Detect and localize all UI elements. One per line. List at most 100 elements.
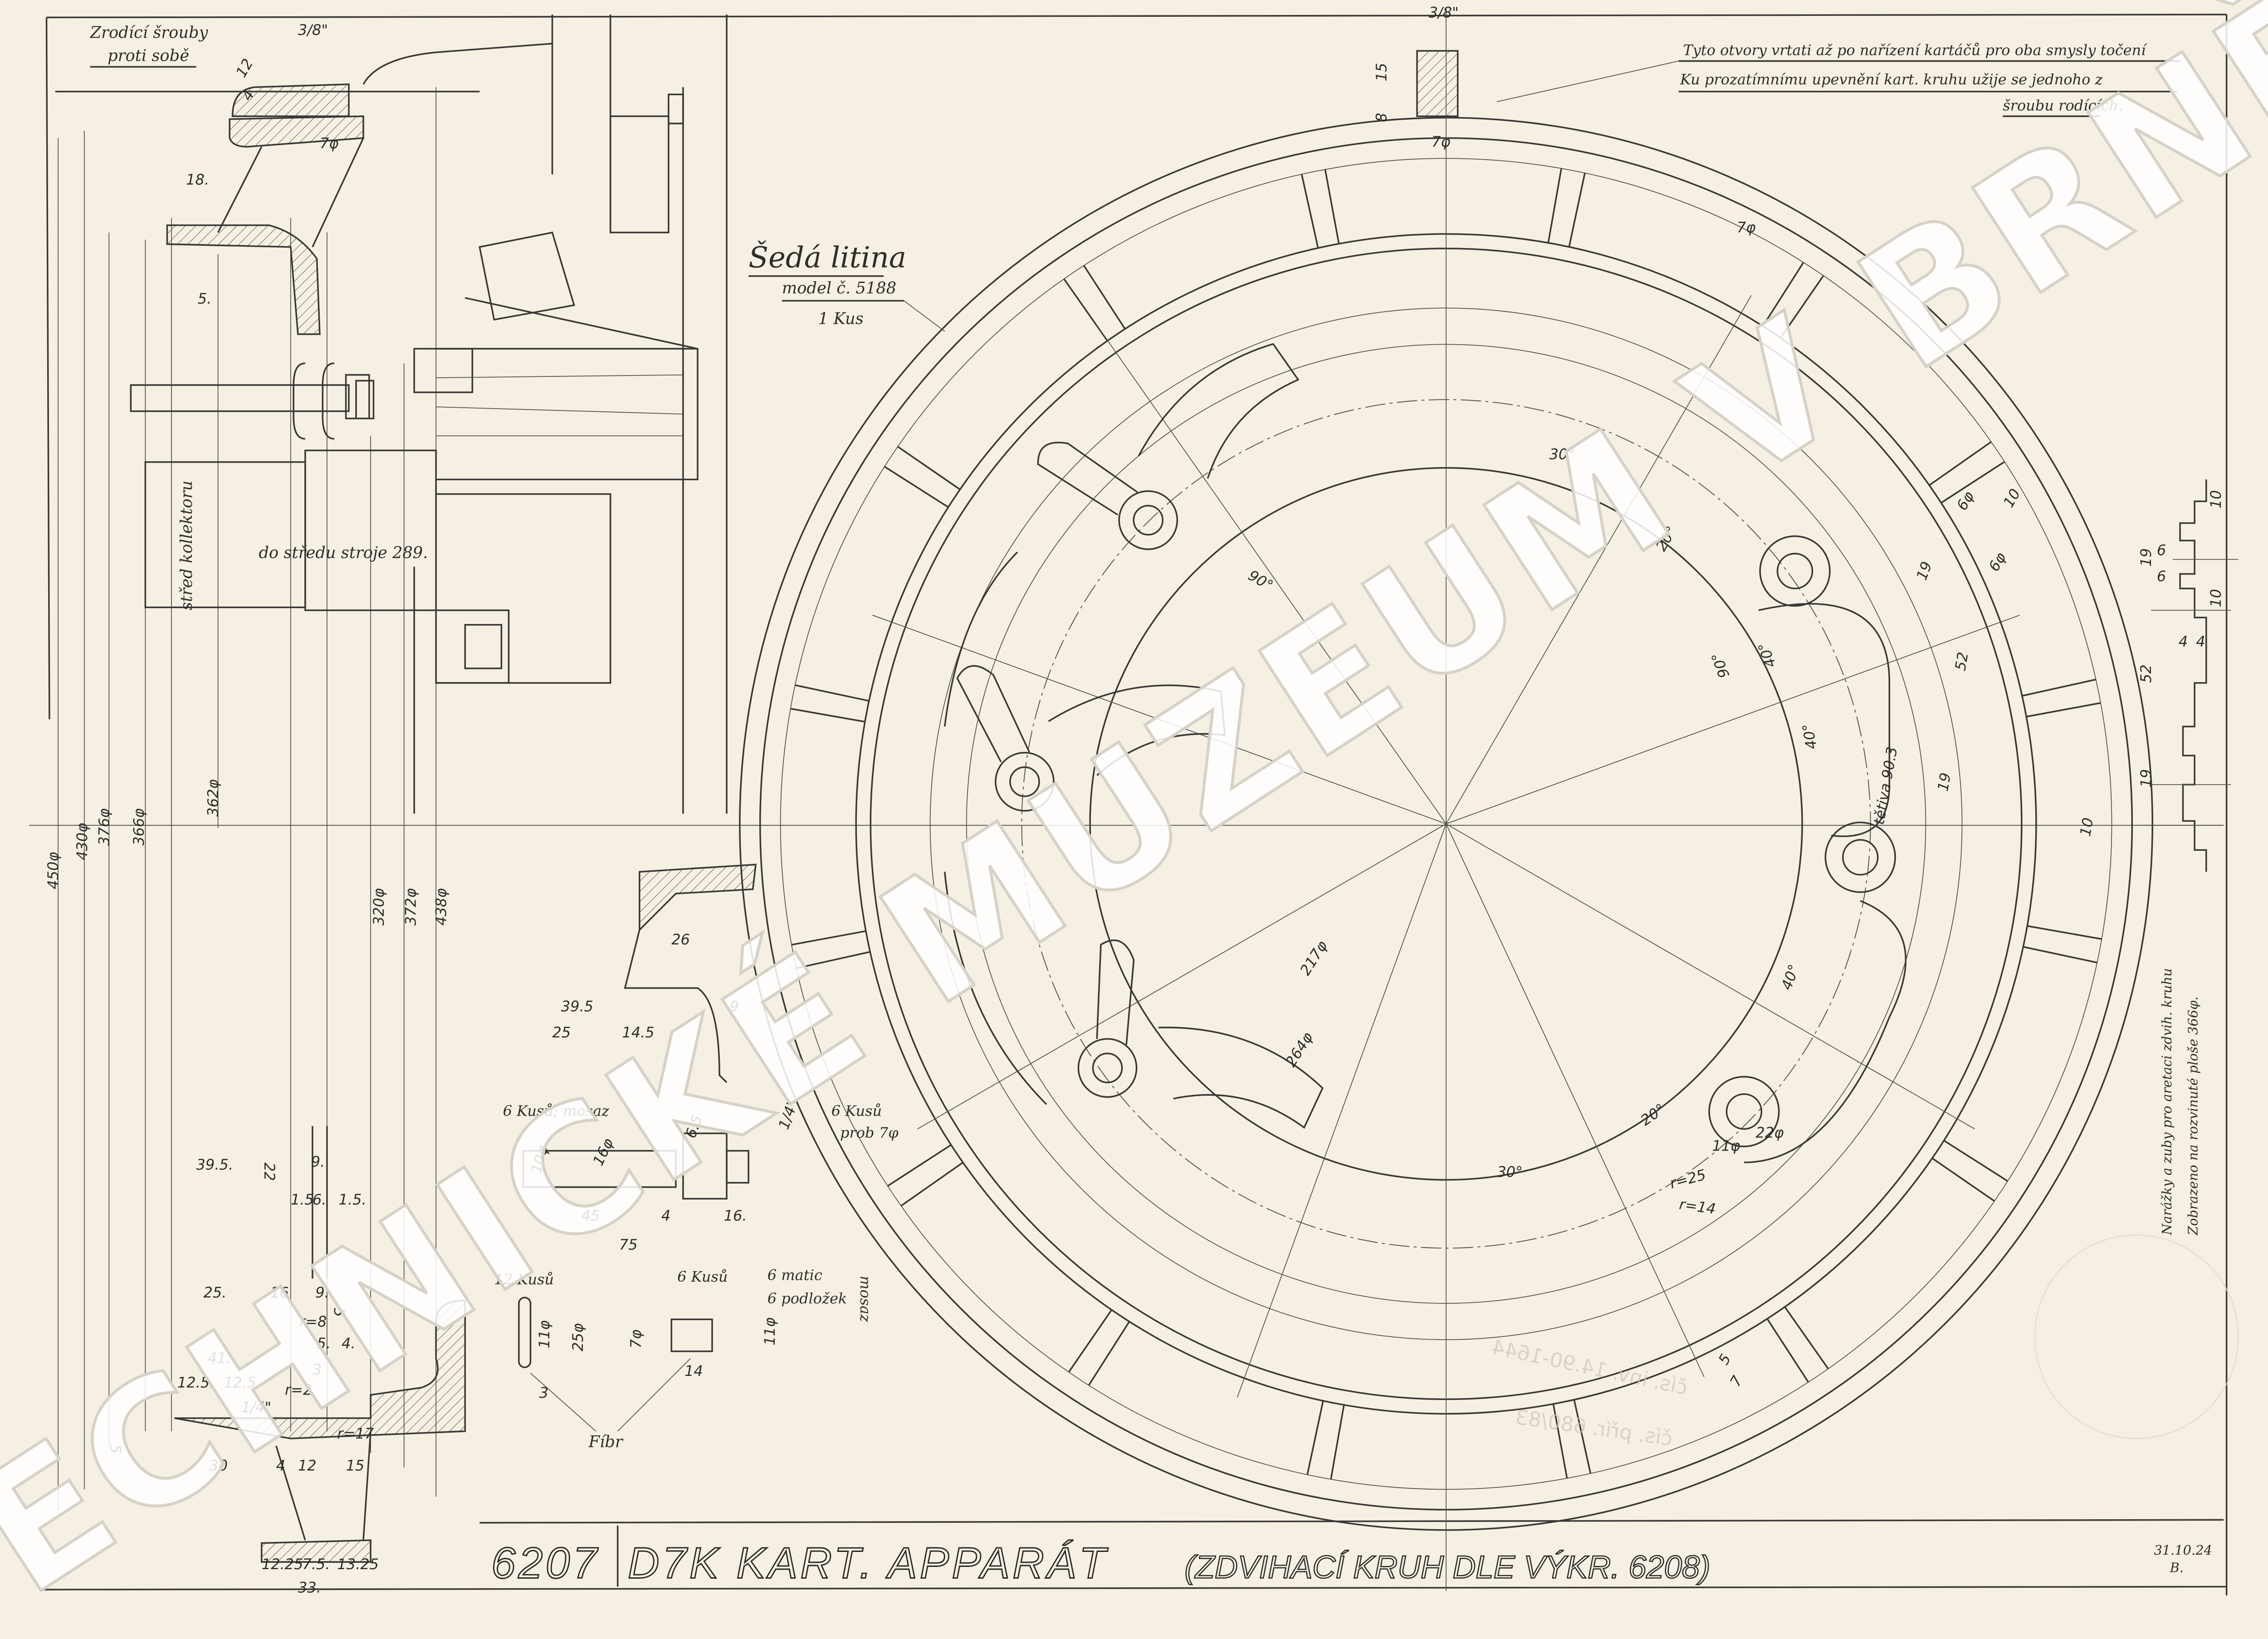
hole-boss (1824, 821, 1896, 893)
radial-line (1446, 824, 1705, 1377)
dim-label: 362φ (205, 779, 222, 816)
dim-label: 16 (270, 1284, 289, 1301)
radial-line (917, 823, 1447, 1130)
dim-label: 52 (2137, 664, 2155, 683)
dim-label: 13.25 (337, 1556, 379, 1573)
hole (1776, 552, 1813, 590)
dim-label: 10 (2207, 589, 2224, 607)
hole (1725, 1093, 1763, 1130)
segment-divider (1300, 174, 1319, 249)
brush-pin (1009, 766, 1040, 797)
dim-label: 7φ (1737, 219, 1756, 236)
dim-label: 1.5 (291, 1191, 314, 1208)
dim-label: 3/8" (298, 21, 328, 39)
segment-divider (790, 707, 865, 723)
dim-label: 39.5 (561, 998, 593, 1015)
radial-line (1446, 615, 2020, 824)
dim-label: 10 (2077, 816, 2097, 838)
segment-divider (900, 1161, 963, 1207)
dim-label: r=25 (1668, 1166, 1708, 1192)
dim-label: 5. (317, 1335, 331, 1352)
dim-label: 14 (684, 1362, 703, 1380)
dim-label: r=17 (337, 1425, 374, 1442)
dim-label: 1.5. (339, 1191, 367, 1208)
dim-label: 9. (315, 1284, 329, 1301)
bleed-through-text: čís. inv. 14.90-1644 čís. přír. 680/83 (1490, 1234, 2239, 1451)
segment-divider (1552, 1404, 1568, 1478)
dim-label: 40° (1799, 722, 1820, 751)
dim-label: 4 (276, 1457, 285, 1474)
note-top-right-line1: Tyto otvory vrtati až po nařízení kartáč… (1683, 42, 2147, 59)
dim-label: 9. (311, 1153, 325, 1171)
radial-line (1237, 824, 1447, 1398)
brush-pin-boss (995, 751, 1055, 812)
hole-boss (1759, 535, 1831, 607)
note-top-left-line2: proti sobě (108, 47, 189, 65)
brush-holder (1138, 343, 1300, 479)
dim-label: 25. (204, 1284, 227, 1301)
segment-divider (1083, 265, 1126, 330)
segment-divider (884, 466, 949, 508)
bleed-acquisition-number: čís. přír. 680/83 (1514, 1405, 1674, 1451)
radial-line (1446, 295, 1752, 824)
dim-label: 25 (552, 1024, 571, 1041)
segment-divider (1324, 169, 1340, 244)
hole-boss (1708, 1076, 1780, 1147)
dim-label: 5 (107, 1444, 124, 1454)
brush-holder (1158, 1026, 1324, 1129)
dim-label: 20° (1637, 1100, 1668, 1129)
dim-label: 15 (1373, 63, 1390, 82)
brush-holder (1048, 684, 1226, 776)
dim-label: 45 (582, 1207, 600, 1224)
dim-label: 372φ (402, 888, 419, 926)
part-fibre-washers-label: 12 Kusů (494, 1271, 554, 1288)
dim-label: 22φ (1756, 1124, 1784, 1141)
dim-label: 33. (298, 1579, 321, 1596)
segment-divider (1547, 168, 1562, 243)
segment-divider (887, 1144, 952, 1187)
segment-divider (1766, 1318, 1809, 1383)
segment-divider (1330, 1405, 1345, 1480)
dim-label: 8 (1373, 113, 1390, 122)
segment-divider (897, 446, 961, 490)
segment-divider (2023, 946, 2097, 964)
segment-divider (1568, 173, 1586, 247)
dim-label: 41. (208, 1349, 231, 1366)
dim-label: 30° (1549, 445, 1575, 463)
dim-label: 90° (1708, 650, 1733, 680)
segment-divider (1306, 1400, 1324, 1475)
segment-divider (796, 951, 870, 969)
brush-arm (1096, 939, 1135, 1045)
segment-divider (1780, 275, 1824, 339)
part-sleeves-label: 6 Kusů (677, 1268, 728, 1285)
segment-divider (1088, 1321, 1130, 1386)
dim-label: 7φ (627, 1330, 645, 1348)
part-washers-label: 6 podložek (767, 1290, 847, 1307)
brush-pin (1092, 1053, 1123, 1083)
hole (1842, 839, 1879, 876)
dim-label: 320φ (370, 888, 387, 926)
segment-divider (1929, 441, 1992, 486)
dim-label: 19 (1934, 771, 1955, 793)
dim-label: 6 (2157, 541, 2166, 559)
brush-ring-front-view (739, 7, 2154, 1591)
dim-label: 19 (1913, 559, 1936, 582)
brush-arm (1037, 441, 1138, 516)
dim-label: 5. (198, 290, 212, 307)
segment-divider (1943, 1140, 2009, 1182)
dim-label: 26 (671, 931, 690, 948)
title-block: 6207 D7K KART. APPARÁT (ZDVIHACÍ KRUH DL… (491, 1538, 2212, 1588)
developed-profile (2136, 479, 2239, 872)
radial-line (872, 615, 1447, 824)
drawing-date: 31.10.24 (2154, 1542, 2212, 1558)
dim-label: 90° (1245, 566, 1276, 594)
segment-divider (1931, 1157, 1995, 1202)
dim-label: 1/4" (241, 1399, 271, 1416)
segment-divider (2027, 925, 2102, 940)
segment-divider (2026, 702, 2101, 717)
dim-label: r=14 (1678, 1195, 1717, 1218)
bleed-inventory-number: čís. inv. 14.90-1644 (1490, 1335, 1690, 1400)
dim-label: 15 (346, 1457, 365, 1474)
brush-pin-boss (1077, 1038, 1138, 1098)
